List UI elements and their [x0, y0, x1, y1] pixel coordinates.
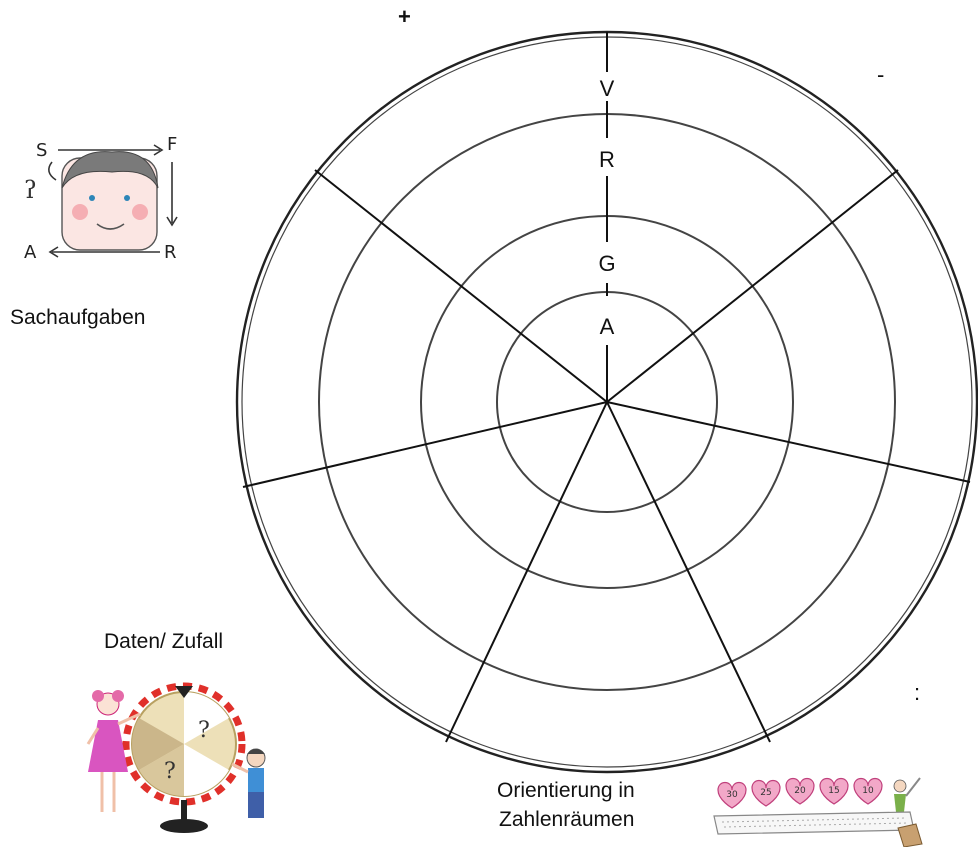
sector-line-1: [314, 169, 608, 403]
minus-symbol: -: [877, 62, 885, 87]
heart-number-5: 10: [862, 786, 874, 796]
spinning-wheel-icon: ? ?: [122, 682, 246, 833]
illus-letter-r: R: [164, 242, 177, 263]
wheel-question-1: ?: [198, 718, 210, 743]
heart-number-1: 30: [726, 790, 738, 800]
plus-symbol: +: [398, 4, 411, 29]
label-sachaufgaben: Sachaufgaben: [10, 306, 146, 329]
hearts-row: 30 25 20 15 10: [717, 777, 883, 809]
sector-lines: [242, 32, 971, 743]
illus-question-mark: ʔ: [24, 176, 37, 204]
sector-line-3: [242, 401, 608, 488]
daten-zufall-illustration: ? ?: [86, 682, 266, 833]
orientierung-illustration: 30 25 20 15 10: [713, 777, 923, 847]
sector-line-6: [606, 401, 771, 743]
wheel-question-2: ?: [164, 759, 176, 784]
small-figure-icon: [893, 777, 921, 812]
heart-number-4: 15: [828, 786, 839, 796]
illus-letter-s: S: [36, 140, 47, 161]
label-daten-zufall: Daten/ Zufall: [104, 630, 224, 653]
divide-symbol: :: [914, 680, 921, 705]
face-icon: [61, 151, 159, 251]
ring-label-v: V: [600, 76, 615, 101]
illus-letter-a: A: [24, 242, 37, 263]
label-orientierung-line2: Zahlenräumen: [499, 808, 635, 831]
ring-label-g: G: [598, 251, 615, 276]
illus-letter-f: F: [167, 134, 177, 155]
sector-line-2: [606, 169, 899, 403]
label-orientierung-line1: Orientierung in: [497, 779, 635, 802]
girl-figure-icon: [86, 690, 141, 812]
sachaufgaben-illustration: S F R A ʔ: [24, 134, 178, 263]
boy-figure-icon: [231, 748, 266, 818]
heart-number-2: 25: [760, 788, 771, 798]
ring-label-a: A: [600, 314, 615, 339]
number-line-board: [713, 811, 923, 847]
heart-number-3: 20: [794, 786, 806, 796]
sector-line-5: [445, 401, 608, 743]
ring-label-r: R: [599, 147, 615, 172]
sector-line-4: [606, 401, 971, 483]
